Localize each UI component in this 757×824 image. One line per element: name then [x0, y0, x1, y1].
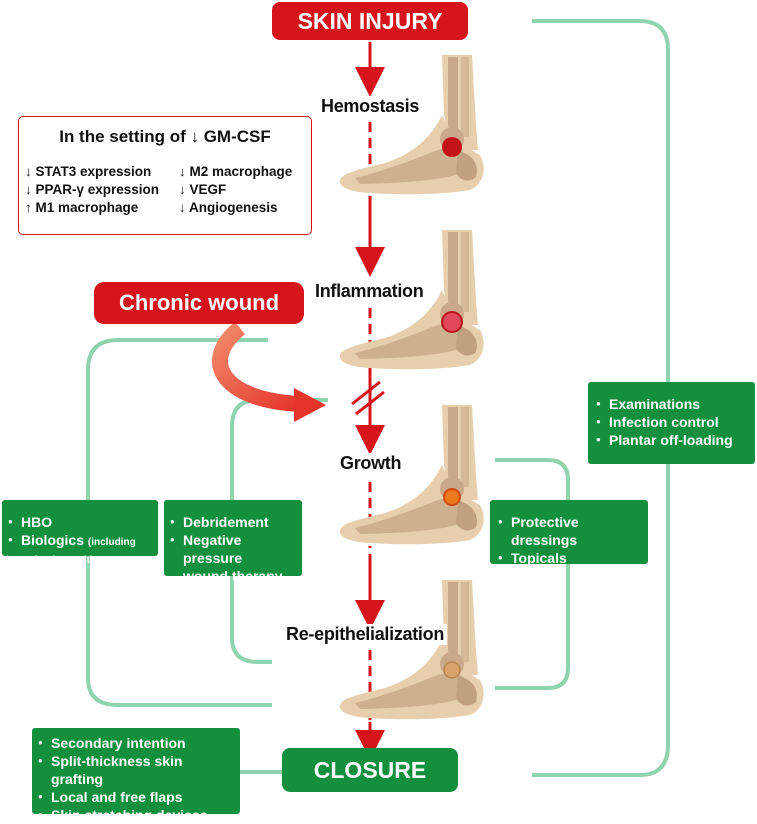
- gm-csf-left-list: ↓ STAT3 expression ↓ PPAR-γ expression ↑…: [25, 163, 159, 217]
- chronic-curve-arrow: [212, 321, 301, 412]
- foot-inflammation: [339, 230, 484, 370]
- closure-option: Split-thickness skin grafting: [38, 752, 234, 788]
- gm-csf-item: ↓ M2 macrophage: [179, 164, 293, 179]
- gm-csf-item: ↓ PPAR-γ expression: [25, 182, 160, 197]
- stage-growth: Growth: [337, 453, 405, 474]
- break-mark: [355, 390, 385, 416]
- hbo-box: HBO Biologics (including investigations …: [2, 500, 158, 584]
- closure-option: Secondary intention: [38, 734, 234, 752]
- chronic-wound-label: Chronic wound: [94, 282, 304, 324]
- biologics-note: (including: [87, 537, 136, 548]
- gm-csf-item: ↑ M1 macrophage: [25, 200, 139, 215]
- chronic-arrowhead: [294, 388, 326, 422]
- stage-reepithelialization: Re-epithelialization: [283, 624, 448, 645]
- foot-hemostasis: [339, 55, 484, 195]
- stage-inflammation: Inflammation: [312, 281, 427, 302]
- debride-item-cont: wound therapy: [183, 568, 283, 584]
- foot-reepithelialization: [339, 580, 484, 720]
- closure-option: Local and free flaps: [38, 788, 234, 806]
- skin-injury-label: SKIN INJURY: [272, 2, 468, 40]
- closure-option: Skin stretching devices: [38, 806, 234, 824]
- biologics-text: Biologics: [21, 532, 85, 548]
- gm-csf-info-box: In the setting of ↓ GM-CSF ↓ STAT3 expre…: [18, 116, 312, 235]
- debridement-box: Debridement Negative pressure wound ther…: [164, 500, 302, 584]
- debride-item: Negative pressure: [170, 531, 296, 567]
- stage-hemostasis: Hemostasis: [318, 96, 423, 117]
- gm-csf-item: ↓ VEGF: [179, 182, 227, 197]
- protective-box: Protective dressings Topicals: [490, 500, 648, 567]
- biologics-item: Biologics (including: [8, 531, 152, 552]
- gm-csf-item: ↓ Angiogenesis: [179, 200, 278, 215]
- exam-item: Infection control: [596, 413, 747, 431]
- foot-growth: [339, 405, 484, 545]
- closure-label: CLOSURE: [282, 748, 458, 792]
- exam-item: Examinations: [596, 395, 747, 413]
- gm-csf-right-list: ↓ M2 macrophage ↓ VEGF ↓ Angiogenesis: [179, 163, 292, 217]
- examinations-box: Examinations Infection control Plantar o…: [588, 382, 755, 464]
- exam-item: Plantar off-loading: [596, 431, 747, 449]
- break-mark: [351, 380, 381, 406]
- debride-item: Debridement: [170, 513, 296, 531]
- gm-csf-title: In the setting of ↓ GM-CSF: [59, 127, 271, 146]
- gm-csf-item: ↓ STAT3 expression: [25, 164, 152, 179]
- protect-item: Protective dressings: [498, 513, 640, 549]
- closure-options-box: Secondary intention Split-thickness skin…: [32, 728, 240, 824]
- hbo-item: HBO: [8, 513, 152, 531]
- protect-item: Topicals: [498, 549, 640, 567]
- biologics-note-cont: investigations with sargramostim): [6, 555, 97, 584]
